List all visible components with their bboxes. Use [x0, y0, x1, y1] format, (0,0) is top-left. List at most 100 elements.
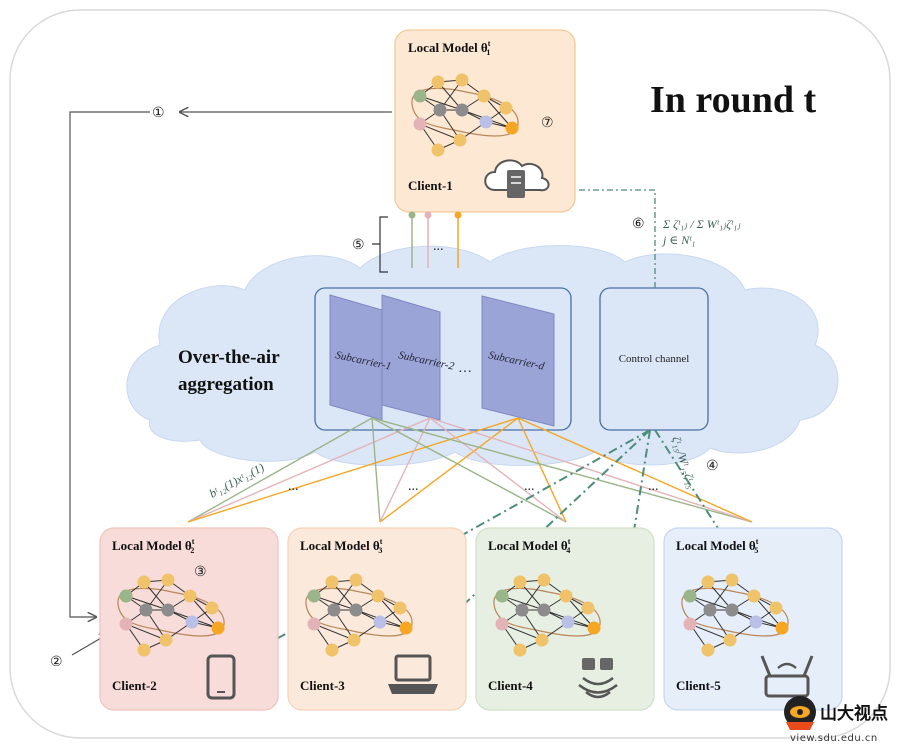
- nn-node: [431, 143, 445, 157]
- control-channel-box: [599, 287, 709, 431]
- client-5-name: Client-5: [676, 678, 721, 693]
- step-6-feedback-line: [577, 189, 656, 288]
- watermark-url: view.sdu.edu.cn: [790, 733, 878, 744]
- step-5: ⑤: [352, 238, 365, 253]
- nn-node: [205, 601, 219, 615]
- nn-node: [455, 73, 469, 87]
- nn-edge: [313, 595, 357, 611]
- step-6-formula: Σ ζᵗ₁ⱼ / Σ Wᵗ₁ⱼζᵗ₁ⱼ: [662, 217, 741, 231]
- nn-node: [725, 573, 739, 587]
- nn-node: [479, 115, 493, 129]
- client-5-neural-net: [681, 573, 789, 657]
- subcarrier-d-plane: [481, 295, 555, 427]
- nn-node: [769, 601, 783, 615]
- nn-node: [537, 573, 551, 587]
- link-ellipsis-1: ...: [288, 479, 299, 494]
- step-4: ④: [706, 459, 719, 474]
- nn-node: [775, 621, 789, 635]
- nn-node: [413, 89, 427, 103]
- nn-node: [561, 615, 575, 629]
- nn-node: [701, 643, 715, 657]
- nn-node: [325, 575, 339, 589]
- nn-edge: [689, 623, 731, 641]
- nn-node: [119, 617, 133, 631]
- subcarrier-1-plane: [329, 294, 383, 421]
- nn-node: [413, 117, 427, 131]
- model-subset-outline: [411, 87, 519, 137]
- nn-node: [161, 603, 175, 617]
- nn-node: [159, 633, 173, 647]
- nn-node: [683, 617, 697, 631]
- laptop-icon: [388, 654, 438, 694]
- control-channel-label: Control channel: [619, 353, 690, 365]
- nn-edge: [419, 95, 463, 111]
- nn-node: [137, 643, 151, 657]
- link-ellipsis-3: ...: [524, 479, 535, 494]
- nn-edge: [189, 595, 219, 629]
- nn-node: [701, 575, 715, 589]
- step-3: ③: [194, 565, 207, 580]
- step-5-brace: [372, 216, 388, 273]
- client-3-neural-net: [305, 573, 413, 657]
- nn-node: [307, 589, 321, 603]
- nn-node: [537, 603, 551, 617]
- nn-node: [505, 121, 519, 135]
- nn-node: [349, 573, 363, 587]
- watermark-logo: [784, 696, 816, 730]
- nn-node: [325, 643, 339, 657]
- nn-node: [371, 589, 385, 603]
- client-2-neural-net: [117, 573, 225, 657]
- nn-node: [725, 603, 739, 617]
- router-icon: [760, 655, 814, 698]
- client-4-neural-net: [493, 573, 601, 657]
- nn-node: [185, 615, 199, 629]
- step-6-formula-sub: j ∈ Nᵗ₁: [661, 233, 695, 247]
- nn-node: [431, 75, 445, 89]
- over-air-label-1: Over-the-air: [178, 347, 280, 368]
- nn-node: [373, 615, 387, 629]
- model-subset-outline: [117, 587, 225, 637]
- nn-node: [119, 589, 133, 603]
- client-1-neural-net: [411, 73, 519, 157]
- nn-node: [581, 601, 595, 615]
- nn-node: [347, 633, 361, 647]
- nn-edge: [419, 123, 461, 141]
- step-6: ⑥: [632, 217, 645, 232]
- nn-node: [495, 589, 509, 603]
- nn-node: [703, 603, 717, 617]
- nn-node: [455, 103, 469, 117]
- client-1-uplinks: [408, 211, 462, 268]
- nn-node: [399, 621, 413, 635]
- model-subset-outline: [305, 587, 413, 637]
- nn-node: [183, 589, 197, 603]
- client-4-name: Client-4: [488, 678, 533, 693]
- nn-node: [495, 617, 509, 631]
- nn-edge: [313, 623, 355, 641]
- nn-edge: [377, 595, 407, 629]
- nn-node: [453, 133, 467, 147]
- nn-node: [515, 603, 529, 617]
- nn-node: [161, 573, 175, 587]
- nn-node: [137, 575, 151, 589]
- model-subset-outline: [681, 587, 789, 637]
- watermark-text: 山大视点: [820, 703, 888, 724]
- sensor-icon: [578, 658, 618, 699]
- client-2-name: Client-2: [112, 678, 157, 693]
- nn-edge: [125, 623, 167, 641]
- link-ellipsis-2: ...: [408, 479, 419, 494]
- nn-node: [723, 633, 737, 647]
- outer-frame: [9, 9, 891, 739]
- nn-node: [327, 603, 341, 617]
- nn-edge: [565, 595, 595, 629]
- nn-node: [587, 621, 601, 635]
- nn-edge: [125, 595, 169, 611]
- nn-node: [513, 643, 527, 657]
- nn-node: [433, 103, 447, 117]
- model-subset-outline: [493, 587, 601, 637]
